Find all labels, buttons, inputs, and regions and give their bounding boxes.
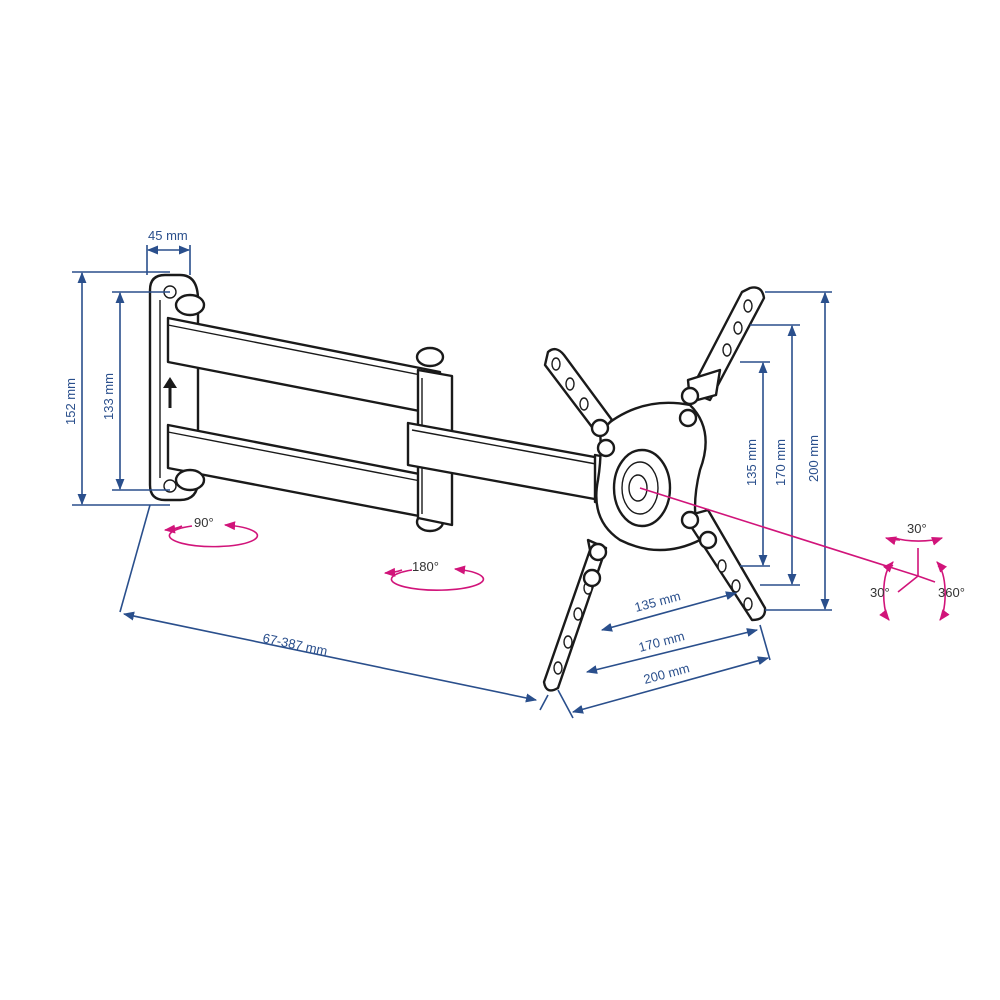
- rotation-pan-label: 30°: [907, 521, 927, 536]
- rotation-rotate-label: 360°: [938, 585, 965, 600]
- axis-icon: [879, 536, 950, 621]
- dimension-extension: 67-387 mm: [119, 504, 549, 711]
- up-arrow-icon: [163, 377, 177, 408]
- dimension-vesa-v-200-label: 200 mm: [806, 435, 821, 482]
- dimension-vesa-v-170-label: 170 mm: [773, 439, 788, 486]
- rotation-axis-line: [639, 487, 919, 577]
- rotation-arrow-icon: [383, 565, 485, 591]
- vesa-plate: [542, 286, 767, 692]
- dimension-vesa-v-135-label: 135 mm: [744, 439, 759, 486]
- rotation-tilt-label: 30°: [870, 585, 890, 600]
- dimension-height-outer: 152 mm: [63, 271, 170, 506]
- dimension-height-inner-label: 133 mm: [101, 373, 116, 420]
- rotation-wall-swivel-label: 90°: [194, 515, 214, 530]
- rotation-arm-swivel: 180°: [383, 559, 485, 591]
- rotation-arrow-icon: [163, 521, 259, 548]
- dimension-vesa-v-200: 200 mm: [765, 291, 832, 611]
- rotation-arm-swivel-label: 180°: [412, 559, 439, 574]
- dimension-vesa-v-135: 135 mm: [740, 361, 770, 567]
- dimension-extension-label: 67-387 mm: [261, 630, 328, 658]
- dimension-vesa-h-200-label: 200 mm: [642, 660, 691, 687]
- rotation-wall-swivel: 90°: [163, 515, 259, 548]
- upper-arm: [166, 293, 445, 417]
- dimension-height-outer-label: 152 mm: [63, 378, 78, 425]
- dimension-vesa-h-135: 135 mm: [600, 588, 738, 632]
- dimension-vesa-h-135-label: 135 mm: [633, 588, 682, 615]
- dimension-height-inner: 133 mm: [101, 291, 170, 491]
- dimension-vesa-h-170-label: 170 mm: [637, 628, 686, 655]
- dimension-plate-depth-label: 45 mm: [148, 228, 188, 243]
- dimension-plate-depth: 45 mm: [146, 228, 191, 275]
- dimension-vesa-v-170: 170 mm: [750, 324, 800, 586]
